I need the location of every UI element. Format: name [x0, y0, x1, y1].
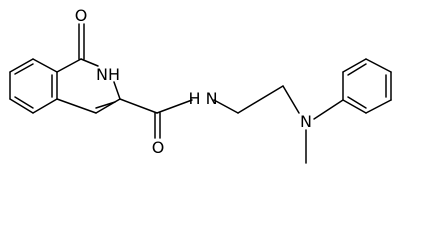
structure-drawing: O NH H N O N	[9, 6, 392, 164]
bond	[282, 85, 300, 114]
bond	[342, 58, 367, 73]
aromatic-inner-bond	[347, 63, 367, 76]
bond	[32, 58, 58, 73]
ring-carbonyl	[78, 23, 85, 60]
aromatic-inner-bond	[14, 96, 34, 109]
bond	[95, 98, 121, 114]
bond	[56, 58, 82, 73]
amide-nh-label: H N	[188, 89, 217, 108]
bond	[213, 99, 239, 114]
bond	[156, 99, 193, 114]
aromatic-inner-bond	[347, 96, 367, 109]
double-bond-inner	[95, 101, 116, 109]
bond	[119, 98, 158, 114]
bond	[9, 98, 34, 114]
molecule-diagram: O NH H N O N	[9, 6, 392, 164]
benzo-ring	[9, 58, 58, 114]
carbonyl-oxygen-label: O	[75, 6, 88, 25]
ring-nh-label: NH	[96, 65, 120, 84]
bond	[342, 99, 367, 114]
lactam-ring	[56, 58, 121, 114]
amide-oxygen-label: O	[152, 138, 165, 157]
bond	[56, 98, 97, 114]
bond	[80, 58, 99, 67]
bond	[113, 81, 121, 100]
phenyl-ring	[313, 58, 392, 120]
ethyl-linker	[213, 85, 300, 114]
carboxamide	[119, 98, 193, 139]
bond	[237, 85, 284, 114]
bond	[32, 98, 58, 114]
bond	[9, 58, 34, 73]
amine-nitrogen-label: N	[300, 112, 312, 131]
bond	[365, 58, 392, 73]
bond	[313, 99, 344, 120]
aromatic-inner-bond	[14, 63, 34, 75]
bond	[365, 99, 392, 114]
